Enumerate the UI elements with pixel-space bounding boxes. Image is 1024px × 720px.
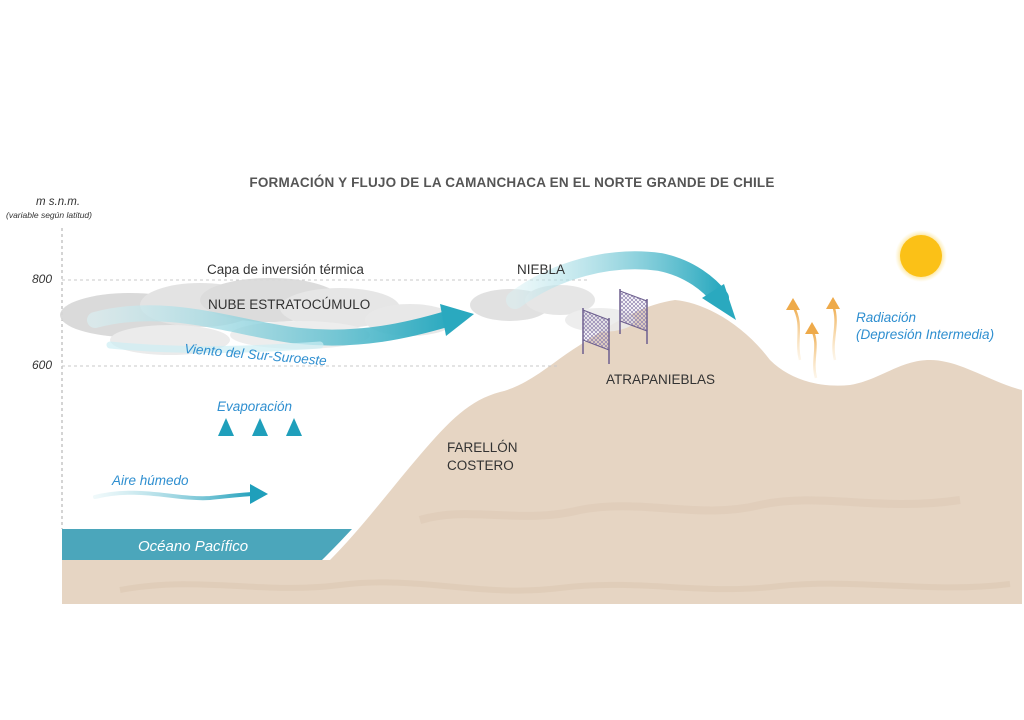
label-fog: NIEBLA <box>517 262 566 277</box>
fog-cloud <box>470 285 635 332</box>
terrain-texture <box>119 579 1011 594</box>
label-cliff-2: COSTERO <box>447 458 514 473</box>
moist-air-arrow-head <box>250 484 268 504</box>
axis-unit-note: (variable según latitud) <box>6 210 92 220</box>
fog-catcher <box>619 289 648 344</box>
moist-air-arrow <box>93 490 257 501</box>
terrain <box>62 300 1022 604</box>
tick-600: 600 <box>32 358 53 372</box>
label-stratocumulus: NUBE ESTRATOCÚMULO <box>208 297 371 312</box>
label-inversion-layer: Capa de inversión térmica <box>207 262 364 277</box>
diagram-title: FORMACIÓN Y FLUJO DE LA CAMANCHACA EN EL… <box>249 175 775 190</box>
fog-catcher <box>582 308 610 364</box>
wind-arrow-high <box>506 251 729 309</box>
label-moist-air: Aire húmedo <box>112 473 189 488</box>
wind-arrow-low-head <box>440 304 474 336</box>
label-ocean: Océano Pacífico <box>138 538 249 555</box>
wind-arrow-low <box>87 305 458 346</box>
label-radiation: Radiación <box>856 310 917 325</box>
ocean <box>62 529 352 560</box>
wind-arrow-high-head <box>702 284 736 320</box>
radiation-arrows <box>786 297 840 379</box>
label-evaporation: Evaporación <box>217 399 293 414</box>
label-fog-catchers: ATRAPANIEBLAS <box>606 372 716 387</box>
tick-800: 800 <box>32 272 53 286</box>
evaporation-arrows <box>218 418 302 505</box>
wind-stream <box>106 341 324 354</box>
label-radiation-region: (Depresión Intermedia) <box>856 327 995 342</box>
terrain-texture <box>418 496 961 524</box>
label-cliff-1: FARELLÓN <box>447 440 518 455</box>
axis-unit: m s.n.m. <box>36 196 81 208</box>
